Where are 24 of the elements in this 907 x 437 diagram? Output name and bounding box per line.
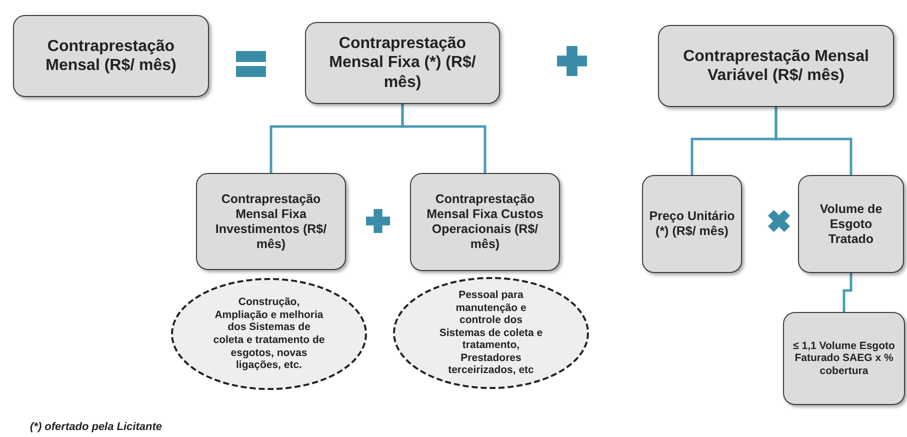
rounded-box <box>196 173 346 270</box>
dashed-ellipse <box>170 277 368 391</box>
rounded-box <box>13 15 209 97</box>
node-text: Contraprestação Mensal Fixa Investimentos (R$/ mês) <box>214 192 328 252</box>
node-text: Preço Unitário (*) (R$/ mês) <box>649 209 735 239</box>
node-text: ≤ 1,1 Volume Esgoto Faturado SAEG x % cobertura <box>792 340 896 378</box>
node-text: Contraprestação Mensal Variável (R$/ mês) <box>682 46 870 86</box>
rounded-box <box>658 25 894 107</box>
rounded-box <box>305 22 500 104</box>
connector-line <box>842 273 852 312</box>
rounded-box <box>642 175 742 273</box>
rounded-box <box>783 312 905 405</box>
node-text: Contraprestação Mensal (R$/ mês) <box>44 36 178 76</box>
node-text: Volume de Esgoto Tratado <box>818 202 884 246</box>
dashed-ellipse <box>392 276 590 390</box>
rounded-box <box>798 175 904 273</box>
rounded-box <box>410 173 560 271</box>
node-text: Pessoal para manutenção e controle dos Sistemas de coleta e tratamento, Prestadores terceirizados, etc <box>438 288 544 378</box>
node-text: Contraprestação Mensal Fixa Custos Operacionais (R$/ mês) <box>426 192 544 252</box>
node-text: Construção, Ampliação e melhoria dos Sistemas de coleta e tratamento de esgotos, novas ligações, etc. <box>212 296 326 372</box>
connector-line <box>774 107 852 175</box>
footnote: (*) ofertado pela Licitante <box>30 421 162 433</box>
connector-line <box>401 104 486 173</box>
node-text: Contraprestação Mensal Fixa (*) (R$/ mês) <box>328 34 477 92</box>
